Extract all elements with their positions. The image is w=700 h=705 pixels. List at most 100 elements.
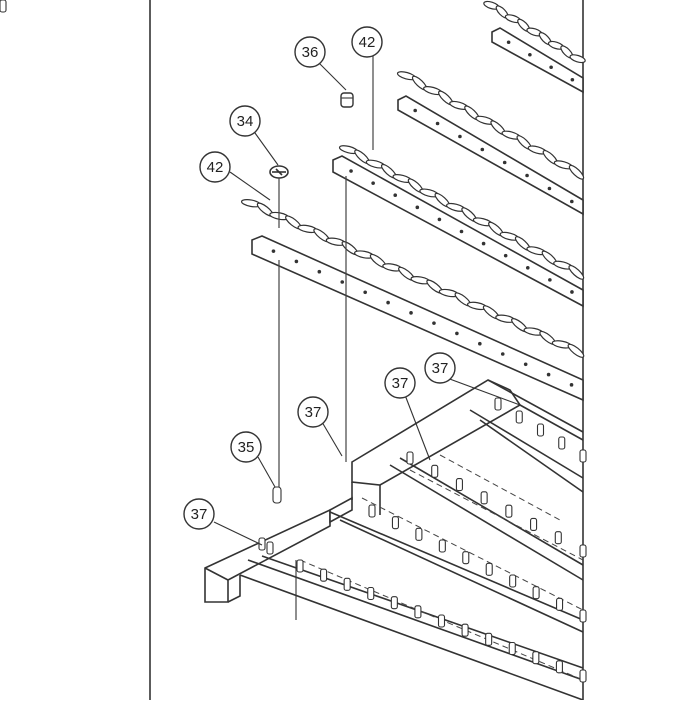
- chain-link: [568, 164, 585, 180]
- rail-hole: [459, 229, 464, 234]
- chain-link: [567, 343, 585, 358]
- rail-hole: [523, 362, 528, 367]
- frame-base: [204, 496, 584, 701]
- chain-link: [569, 54, 586, 64]
- frame-peg: [415, 527, 423, 541]
- frame-peg: [579, 544, 587, 558]
- frame-peg: [462, 551, 470, 565]
- rail-hole: [363, 290, 367, 295]
- callout-42-left: 42: [199, 151, 231, 183]
- rail-hole: [409, 311, 413, 315]
- frame-peg: [480, 491, 488, 505]
- frame-peg: [509, 574, 517, 588]
- frame-peg: [0, 0, 7, 13]
- frame-peg: [558, 436, 566, 450]
- rail-hole: [478, 341, 482, 346]
- rail-hole: [415, 205, 420, 210]
- leader-lines: [213, 52, 521, 546]
- frame-peg: [505, 504, 513, 518]
- rail-hole: [271, 249, 276, 253]
- callout-label-37-d: 37: [191, 506, 208, 523]
- rail-hole: [349, 169, 353, 173]
- frame-peg: [530, 517, 538, 531]
- rail-hole: [548, 278, 552, 282]
- rail-hole: [393, 193, 398, 198]
- frame-peg: [367, 586, 375, 601]
- frame-peg: [555, 660, 563, 674]
- rail-hole: [500, 352, 505, 356]
- rail-hole: [455, 331, 459, 336]
- nut-36: [340, 92, 354, 108]
- rail-bar-fourth: [251, 235, 584, 402]
- callout-label-42-left: 42: [207, 159, 224, 176]
- hidden-line-1: [361, 497, 584, 611]
- callout-label-42-top: 42: [359, 34, 376, 51]
- frame-peg: [536, 423, 545, 437]
- frame-top-rail: [351, 379, 584, 581]
- rail-hole: [569, 383, 574, 387]
- frame-peg: [508, 641, 516, 656]
- callout-label-35: 35: [238, 439, 255, 456]
- rail-hole: [546, 372, 551, 377]
- callout-42-top: 42: [351, 26, 383, 58]
- frame-pegs: [0, 0, 587, 683]
- frame-peg: [391, 516, 399, 530]
- frame-peg: [296, 559, 304, 573]
- frame-peg: [461, 623, 469, 637]
- frame-peg: [485, 632, 493, 646]
- rail-hole: [502, 160, 507, 165]
- frame-peg: [320, 568, 328, 582]
- rail-hole: [386, 300, 390, 305]
- callout-37-b: 37: [384, 367, 416, 399]
- rail-hole: [547, 186, 552, 191]
- chain-third: [338, 145, 585, 280]
- rail-bar-second: [397, 95, 584, 216]
- rail-hole: [480, 147, 485, 152]
- frame-peg: [579, 669, 587, 683]
- frame-peg: [515, 410, 523, 424]
- rail-hole: [437, 217, 442, 222]
- rail-hole: [525, 173, 529, 178]
- frame-peg: [414, 605, 422, 619]
- bolt-34: [269, 165, 289, 228]
- rail-hole: [458, 134, 462, 139]
- frame-peg: [437, 614, 446, 628]
- callout-37-c: 37: [297, 396, 329, 428]
- callout-label-34: 34: [237, 113, 254, 130]
- hidden-line-3: [439, 454, 561, 521]
- frame-peg: [455, 478, 463, 492]
- frame-peg: [579, 609, 587, 623]
- rail-hole: [570, 290, 574, 294]
- rail-hole: [340, 280, 345, 284]
- frame-peg: [390, 596, 398, 610]
- callout-label-37-b: 37: [392, 375, 409, 392]
- rail-hole: [570, 77, 575, 82]
- hidden-line-2: [409, 469, 584, 561]
- rail-hole: [432, 321, 436, 325]
- pin-35: [272, 486, 282, 504]
- callout-35: 35: [230, 431, 262, 463]
- frame-peg: [532, 586, 540, 600]
- frame-peg: [438, 539, 446, 553]
- callout-37-d: 37: [183, 498, 215, 530]
- callout-37-a: 37: [424, 352, 456, 384]
- callout-36: 36: [294, 36, 326, 68]
- rail-hole: [570, 199, 574, 204]
- frame-peg: [532, 651, 540, 665]
- rail-hole: [525, 265, 530, 270]
- rail-bar-top: [491, 27, 584, 94]
- frame-peg: [485, 562, 493, 576]
- rail-hole: [371, 181, 375, 185]
- rail-hole: [317, 269, 322, 274]
- rail-hole: [294, 259, 299, 264]
- callout-label-37-a: 37: [432, 360, 449, 377]
- rail-hole: [506, 40, 511, 45]
- frame-peg: [368, 504, 376, 518]
- rail-holes: [271, 40, 575, 387]
- rail-hole: [503, 253, 508, 258]
- frame-peg: [554, 531, 562, 545]
- frame-peg: [431, 464, 439, 478]
- frame-peg: [406, 451, 414, 465]
